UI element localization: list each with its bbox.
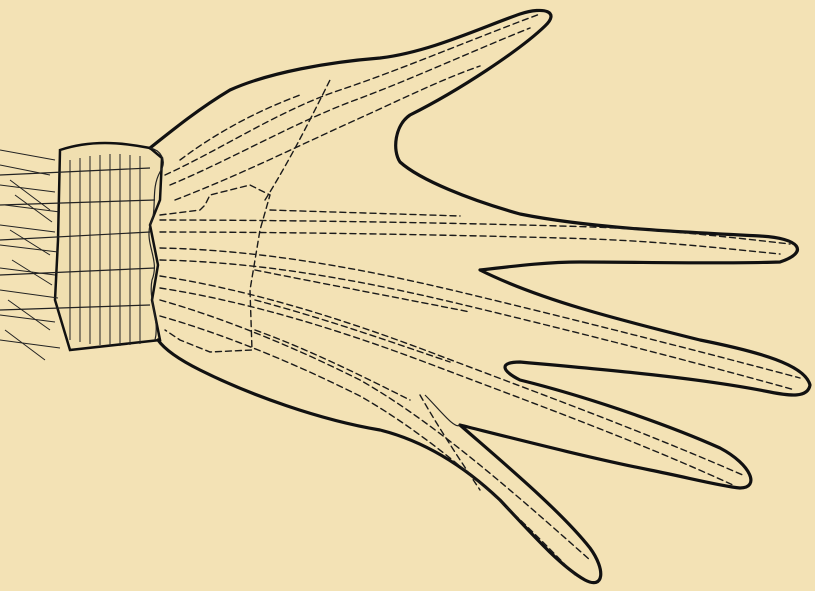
ring-tendons	[160, 276, 745, 486]
forearm-cuff	[0, 143, 162, 360]
thumb-tendons	[165, 14, 540, 200]
little-tendons	[160, 300, 590, 575]
cuff-band	[55, 143, 162, 350]
knuckle-crease	[425, 395, 460, 426]
carpal-region-dashes	[160, 185, 270, 352]
